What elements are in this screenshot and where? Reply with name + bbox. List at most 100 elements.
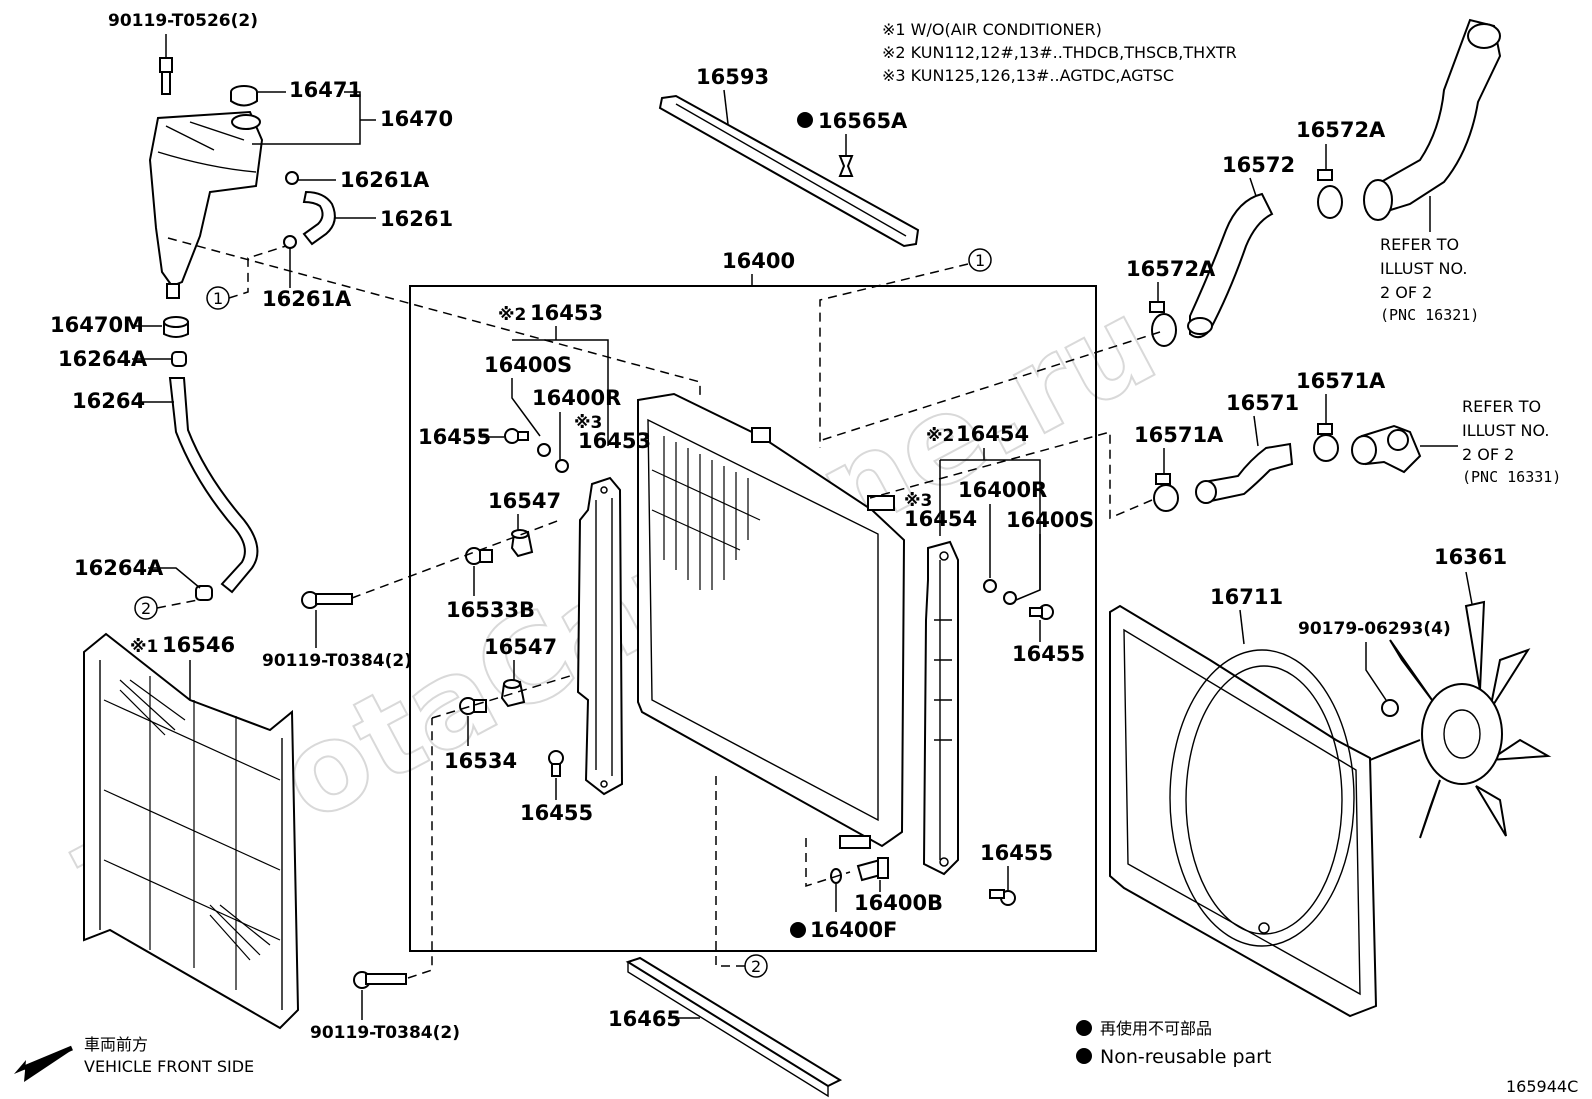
vehicle-front-arrow-icon [14, 1045, 73, 1082]
label-16454-mid: 16454 [904, 507, 977, 531]
refer-upper-l1: REFER TO [1380, 235, 1459, 254]
label-90179-06293: 90179-06293(4) [1298, 619, 1451, 639]
grommet-16470m [163, 316, 189, 338]
label-16470m: 16470M [50, 313, 144, 337]
refer-upper-l2: ILLUST NO. [1380, 259, 1467, 278]
fan-shroud-16711 [1109, 604, 1378, 1018]
label-16565a: 16565A [818, 109, 908, 133]
label-16711: 16711 [1210, 585, 1283, 609]
label-16471: 16471 [289, 78, 362, 102]
label-16571a-top: 16571A [1296, 369, 1386, 393]
label-16400s-right: 16400S [1006, 508, 1094, 532]
label-16400: 16400 [722, 249, 795, 273]
callout-1-right-text: 1 [975, 251, 985, 270]
water-outlet-pipe [1363, 18, 1502, 221]
label-16400r-right: 16400R [958, 478, 1047, 502]
label-16546: 16546 [162, 633, 235, 657]
bracket-16454 [922, 540, 959, 876]
label-16400r-left: 16400R [532, 386, 621, 410]
label-16454-top: 16454 [956, 422, 1029, 446]
bolt-90119-t0384-top [301, 591, 353, 609]
label-16470: 16470 [380, 107, 453, 131]
radiator-core [637, 392, 906, 849]
label-16571: 16571 [1226, 391, 1299, 415]
refer-lower-l4: (PNC 16331) [1462, 468, 1561, 486]
mount-16547-bottom [500, 679, 526, 708]
label-16455-bottom-right: 16455 [980, 841, 1053, 865]
fan-16361 [1369, 600, 1552, 839]
mark-x2-left: ※2 [498, 305, 526, 325]
legend-dot-en [1076, 1048, 1092, 1064]
reservoir-tank [148, 110, 264, 299]
refer-lower-l2: ILLUST NO. [1462, 421, 1549, 440]
label-16465: 16465 [608, 1007, 681, 1031]
label-16572: 16572 [1222, 153, 1295, 177]
callout-1-right [968, 248, 992, 272]
label-16400b: 16400B [854, 891, 943, 915]
front-label-jp: 車両前方 [84, 1035, 148, 1054]
water-inlet-housing [1351, 424, 1422, 474]
label-16455-bottom-left: 16455 [520, 801, 593, 825]
nut-90179-06293 [1381, 699, 1399, 717]
note-1: ※1 W/O(AIR CONDITIONER) [882, 20, 1102, 39]
clip-16264a-top [171, 351, 187, 367]
label-16264: 16264 [72, 389, 145, 413]
note-3: ※3 KUN125,126,13#..AGTDC,AGTSC [882, 66, 1174, 85]
label-16400s-left: 16400S [484, 353, 572, 377]
label-90119-t0384-bottom: 90119-T0384(2) [310, 1023, 460, 1043]
grille-16546 [83, 632, 300, 1030]
mount-16547-top [510, 529, 534, 558]
bushing-16400s-left [537, 443, 551, 457]
clamp-16571a-top [1313, 423, 1339, 462]
callout-1-left-text: 1 [213, 289, 223, 308]
label-16533b: 16533B [446, 598, 535, 622]
clip-16264a-bottom [195, 585, 213, 601]
nut-16400r-left [555, 459, 569, 473]
clip-16565a [838, 155, 854, 177]
bolt-16455-right [1029, 604, 1054, 620]
cushion-16533b [465, 547, 493, 565]
label-90119-t0526: 90119-T0526(2) [108, 11, 258, 31]
refer-upper-l4: (PNC 16321) [1380, 306, 1479, 324]
label-16261a-bottom: 16261A [262, 287, 352, 311]
clamp-16572a-top [1317, 169, 1343, 219]
reservoir-bolt [159, 57, 173, 95]
label-16453-top: 16453 [530, 301, 603, 325]
mark-x1: ※1 [130, 637, 158, 657]
clip-16261a-top [285, 171, 299, 185]
seal-16465 [625, 956, 843, 1098]
refer-upper-l3: 2 OF 2 [1380, 283, 1432, 302]
clamp-16572a-left [1149, 301, 1177, 347]
label-16547-bottom: 16547 [484, 635, 557, 659]
bolt-16455-left [504, 428, 529, 444]
label-90119-t0384-top: 90119-T0384(2) [262, 651, 412, 671]
figure-id: 165944C [1506, 1077, 1578, 1096]
mark-x2-right: ※2 [926, 426, 954, 446]
legend-jp: 再使用不可部品 [1100, 1019, 1212, 1038]
label-16261a-top: 16261A [340, 168, 430, 192]
non-reusable-mark-16400f [790, 922, 806, 938]
front-label-en: VEHICLE FRONT SIDE [84, 1057, 254, 1076]
label-16572a-left: 16572A [1126, 257, 1216, 281]
label-16361: 16361 [1434, 545, 1507, 569]
cushion-16534 [459, 697, 487, 715]
label-16455-right: 16455 [1012, 642, 1085, 666]
upper-hose-16572 [1187, 192, 1274, 339]
callout-2-bottom-text: 2 [751, 957, 761, 976]
upper-support-16593 [658, 94, 920, 248]
note-2: ※2 KUN112,12#,13#..THDCB,THSCB,THXTR [882, 43, 1237, 62]
non-reusable-mark-16565a [797, 112, 813, 128]
label-16261: 16261 [380, 207, 453, 231]
bushing-16400s-right [1003, 591, 1017, 605]
bolt-16455-bottom-left [548, 750, 564, 777]
reservoir-cap [230, 85, 258, 107]
drain-cock-16400b [856, 857, 889, 882]
bracket-16453 [576, 476, 624, 796]
legend-dot-jp [1076, 1020, 1092, 1036]
refer-lower-l3: 2 OF 2 [1462, 445, 1514, 464]
label-16534: 16534 [444, 749, 517, 773]
label-16572a-top: 16572A [1296, 118, 1386, 142]
label-16593: 16593 [696, 65, 769, 89]
label-16453-mid: 16453 [578, 429, 651, 453]
